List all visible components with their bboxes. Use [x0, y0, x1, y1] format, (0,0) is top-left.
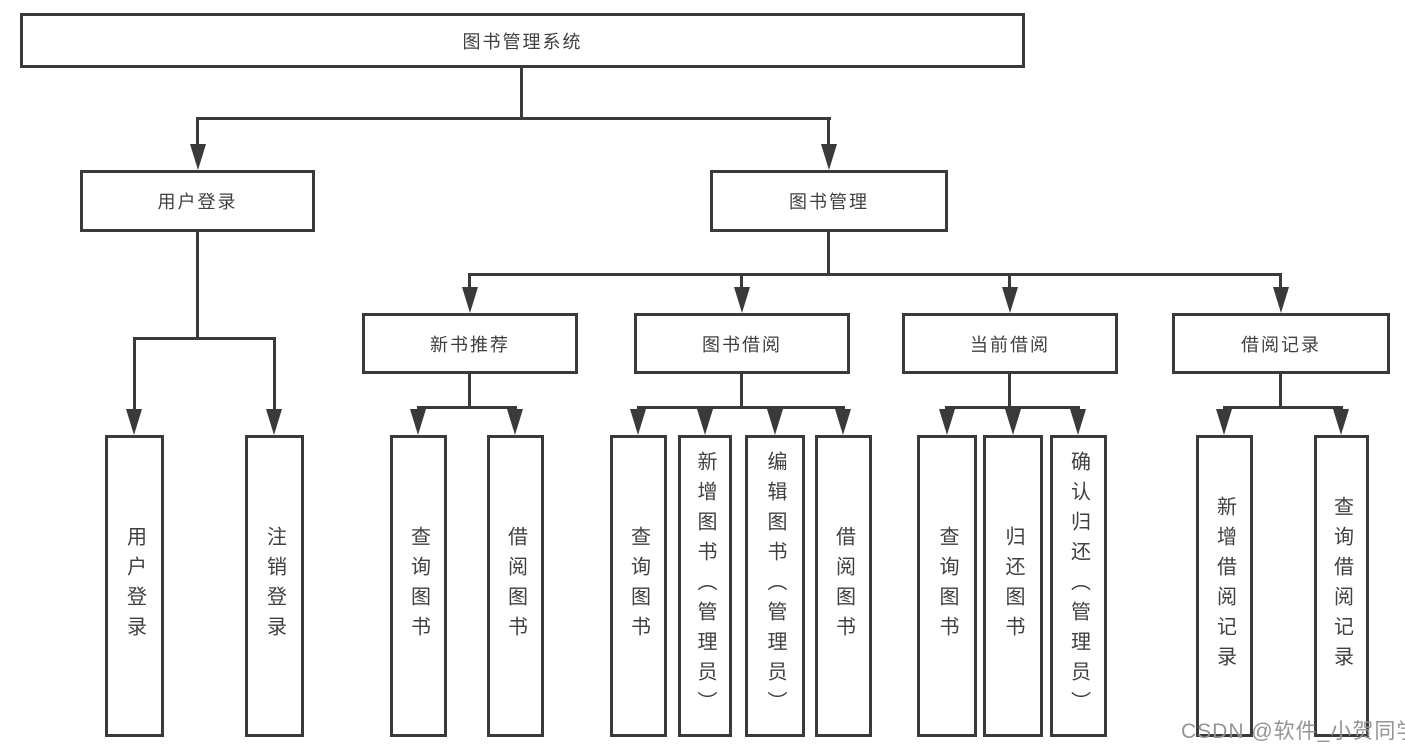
connector-new-book-branch: [417, 406, 517, 409]
leaf-borrow-books-recommend: 借阅图书: [487, 435, 544, 737]
leaf-query-books-recommend-label: 查询图书: [407, 526, 430, 646]
connector-current-borrow-branch: [945, 406, 1080, 409]
connector-drop-user-login: [196, 117, 199, 147]
connector-drop-book-borrow: [740, 273, 743, 289]
arrowhead-new-book-icon: [462, 287, 478, 313]
csdn-watermark: CSDN @软件_小贺同学: [1181, 720, 1405, 743]
arrowhead-book-management-icon: [821, 144, 837, 170]
connector-drop-leaf-logout: [273, 337, 276, 411]
node-user-login: 用户登录: [80, 170, 315, 232]
leaf-logout: 注销登录: [245, 435, 304, 737]
connector-root-branch: [196, 117, 831, 120]
leaf-edit-book-admin: 编辑图书（管理员）: [745, 435, 805, 737]
leaf-return-books: 归还图书: [983, 435, 1043, 737]
arrowhead-user-login-icon: [190, 144, 206, 170]
arrowhead-leaf-icon: [630, 409, 646, 435]
connector-borrow-records-stem: [1279, 374, 1282, 406]
node-new-book-recommend: 新书推荐: [362, 313, 578, 374]
leaf-query-borrow-record: 查询借阅记录: [1314, 435, 1369, 737]
leaf-add-book-admin: 新增图书（管理员）: [678, 435, 732, 737]
connector-user-login-branch: [133, 337, 276, 340]
leaf-confirm-return-admin-label: 确认归还（管理员）: [1067, 451, 1090, 721]
arrowhead-leaf-login-icon: [126, 409, 142, 435]
connector-root-stem: [520, 68, 523, 117]
connector-drop-new-book: [468, 273, 471, 289]
connector-book-borrow-stem: [740, 374, 743, 406]
arrowhead-leaf-icon: [410, 409, 426, 435]
node-root: 图书管理系统: [20, 13, 1025, 68]
node-current-borrow-label: 当前借阅: [970, 334, 1050, 355]
arrowhead-leaf-icon: [1005, 409, 1021, 435]
node-book-management-label: 图书管理: [789, 192, 869, 212]
leaf-return-books-label: 归还图书: [1002, 526, 1024, 646]
connector-drop-leaf-login: [133, 337, 136, 411]
connector-book-borrow-branch: [637, 406, 845, 409]
arrowhead-leaf-icon: [835, 409, 851, 435]
node-book-borrow-label: 图书借阅: [702, 334, 782, 355]
node-current-borrow: 当前借阅: [902, 313, 1118, 374]
node-borrow-records: 借阅记录: [1172, 313, 1390, 374]
node-borrow-records-label: 借阅记录: [1241, 334, 1321, 355]
connector-borrow-records-branch: [1223, 406, 1343, 409]
connector-book-management-branch: [468, 273, 1282, 276]
connector-new-book-stem: [468, 374, 471, 406]
arrowhead-leaf-icon: [939, 409, 955, 435]
arrowhead-leaf-icon: [697, 409, 713, 435]
node-user-login-label: 用户登录: [157, 192, 238, 212]
node-book-management: 图书管理: [710, 170, 948, 232]
leaf-add-borrow-record: 新增借阅记录: [1196, 435, 1253, 737]
connector-drop-borrow-records: [1279, 273, 1282, 289]
leaf-query-borrow-record-label: 查询借阅记录: [1330, 496, 1353, 676]
leaf-borrow-books-label: 借阅图书: [832, 526, 855, 646]
node-new-book-recommend-label: 新书推荐: [430, 334, 510, 355]
arrowhead-leaf-icon: [1333, 409, 1349, 435]
leaf-borrow-books-recommend-label: 借阅图书: [504, 526, 527, 646]
leaf-query-books-recommend: 查询图书: [390, 435, 447, 737]
leaf-confirm-return-admin: 确认归还（管理员）: [1050, 435, 1107, 737]
connector-book-management-stem: [827, 232, 830, 273]
arrowhead-current-borrow-icon: [1002, 287, 1018, 313]
arrowhead-leaf-icon: [767, 409, 783, 435]
leaf-add-borrow-record-label: 新增借阅记录: [1213, 496, 1236, 676]
connector-user-login-stem: [196, 232, 199, 337]
leaf-user-login: 用户登录: [105, 435, 164, 737]
leaf-borrow-books: 借阅图书: [815, 435, 872, 737]
leaf-edit-book-admin-label: 编辑图书（管理员）: [764, 451, 786, 721]
arrowhead-leaf-logout-icon: [266, 409, 282, 435]
leaf-query-books-borrow: 查询图书: [610, 435, 667, 737]
connector-drop-current-borrow: [1008, 273, 1011, 289]
leaf-query-books-current-label: 查询图书: [936, 526, 958, 646]
node-book-borrow: 图书借阅: [634, 313, 850, 374]
connector-drop-book-management: [827, 117, 830, 147]
arrowhead-leaf-icon: [507, 409, 523, 435]
arrowhead-borrow-records-icon: [1273, 287, 1289, 313]
leaf-logout-label: 注销登录: [263, 526, 286, 646]
node-root-label: 图书管理系统: [462, 31, 583, 52]
leaf-add-book-admin-label: 新增图书（管理员）: [694, 451, 716, 721]
connector-current-borrow-stem: [1008, 374, 1011, 406]
leaf-query-books-borrow-label: 查询图书: [627, 526, 650, 646]
arrowhead-book-borrow-icon: [734, 287, 750, 313]
leaf-user-login-label: 用户登录: [123, 526, 146, 646]
arrowhead-leaf-icon: [1070, 409, 1086, 435]
arrowhead-leaf-icon: [1216, 409, 1232, 435]
leaf-query-books-current: 查询图书: [917, 435, 977, 737]
